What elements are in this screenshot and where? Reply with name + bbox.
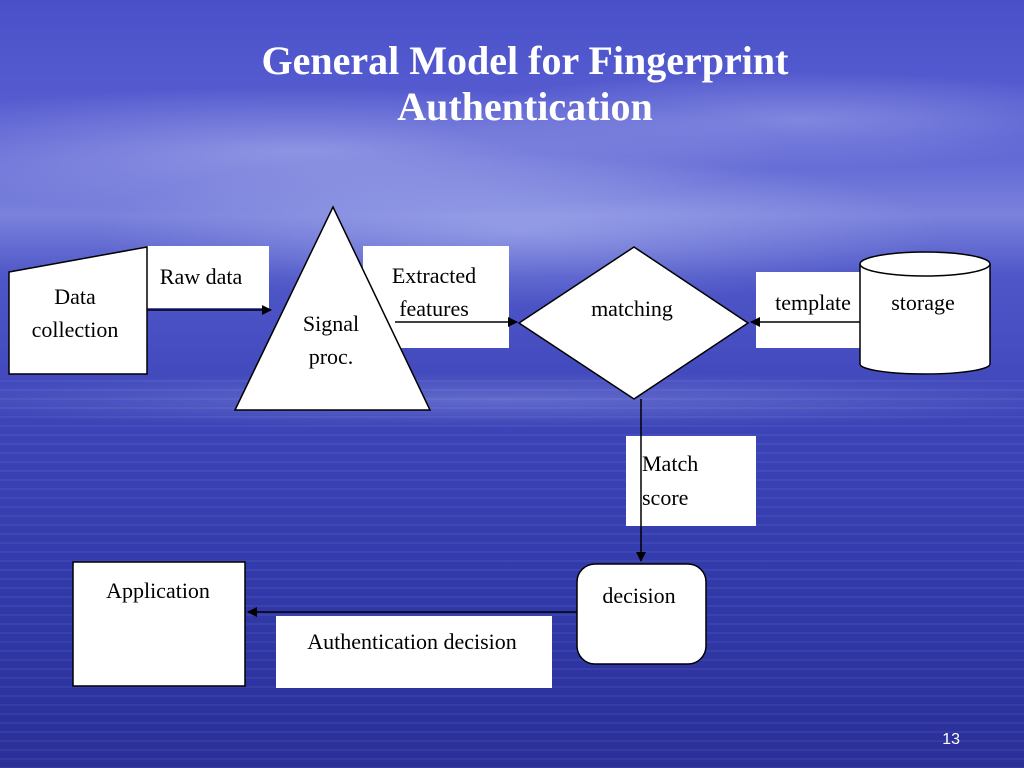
signal-proc-label-line2: proc. (309, 344, 354, 369)
extracted-features-label-line2: features (399, 296, 469, 321)
slide-title: General Model for Fingerprint Authentica… (150, 38, 900, 130)
match-score-label-line1: Match (642, 451, 698, 476)
authentication-decision-label-box (276, 616, 552, 688)
data-collection-label-line2: collection (32, 317, 119, 342)
match-score-label-box (626, 436, 756, 526)
extracted-features-label-line1: Extracted (392, 263, 476, 288)
application-label: Application (106, 578, 210, 603)
application-node (72, 561, 246, 687)
decision-node (576, 563, 707, 665)
signal-proc-node (233, 205, 432, 411)
matching-node (517, 246, 750, 400)
template-label: template (775, 290, 851, 315)
slide-title-line1: General Model for Fingerprint (261, 38, 789, 83)
storage-label: storage (891, 290, 955, 315)
authentication-decision-label: Authentication decision (307, 629, 517, 654)
decision-label: decision (602, 583, 675, 608)
raw-data-label-box (147, 246, 269, 308)
raw-data-label: Raw data (160, 264, 243, 289)
data-collection-label-line1: Data (54, 284, 96, 309)
slide-title-line2: Authentication (397, 84, 653, 129)
storage-node (859, 251, 991, 375)
data-collection-node (8, 246, 148, 375)
page-number: 13 (942, 731, 960, 748)
template-label-box (756, 272, 860, 348)
signal-proc-label-line1: Signal (303, 311, 359, 336)
match-score-label-line2: score (642, 485, 688, 510)
matching-label: matching (591, 296, 673, 321)
